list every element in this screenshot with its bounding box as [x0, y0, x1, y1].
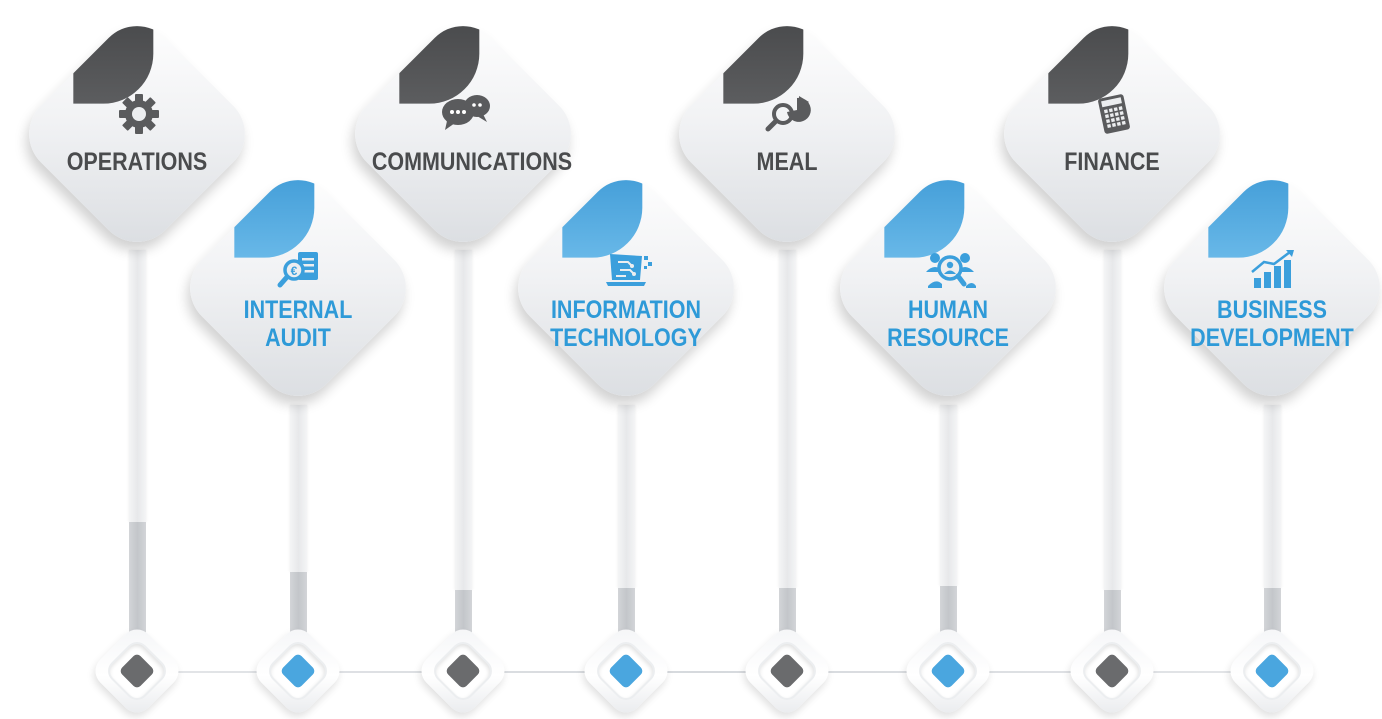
svg-text:€: € — [291, 264, 298, 278]
circuit-laptop-icon — [598, 248, 658, 294]
operations-pole — [129, 250, 146, 651]
calculator-icon — [1084, 92, 1144, 138]
gear-icon — [109, 92, 169, 138]
audit-document-icon: € — [270, 248, 330, 294]
human-resource-label-line: RESOURCE — [887, 324, 1009, 352]
operations-label-line: OPERATIONS — [66, 148, 208, 176]
information-technology-pole — [618, 405, 635, 651]
finance-card: FINANCE — [986, 8, 1238, 260]
communications-label-line: COMMUNICATIONS — [371, 148, 573, 176]
information-technology-label-line: INFORMATION — [550, 296, 702, 324]
operations-label: OPERATIONS — [46, 148, 228, 176]
information-technology-label-line: TECHNOLOGY — [550, 324, 702, 352]
meal-card: MEAL — [661, 8, 913, 260]
meal-pole — [779, 250, 796, 651]
information-technology-node — [577, 622, 675, 719]
business-development-node — [1223, 622, 1321, 719]
human-resource-pole — [940, 405, 957, 651]
operations-node — [88, 622, 186, 719]
communications-node — [414, 622, 512, 719]
communications-pole — [455, 250, 472, 651]
business-development-pole — [1264, 405, 1281, 651]
magnifier-pie-chart-icon — [759, 92, 819, 138]
communications-label: COMMUNICATIONS — [371, 148, 573, 176]
chat-bubbles-icon — [435, 92, 495, 138]
business-development-label-line: BUSINESS — [1217, 296, 1327, 324]
meal-node — [738, 622, 836, 719]
people-search-icon — [920, 248, 980, 294]
meal-label-line: MEAL — [756, 148, 818, 176]
connector-line — [140, 671, 1270, 673]
business-development-label-line: DEVELOPMENT — [1190, 324, 1354, 352]
human-resource-label-line: HUMAN — [907, 296, 989, 324]
human-resource-node — [899, 622, 997, 719]
finance-pole — [1104, 250, 1121, 651]
internal-audit-pole — [290, 405, 307, 651]
finance-node — [1063, 622, 1161, 719]
internal-audit-node — [249, 622, 347, 719]
operations-card: OPERATIONS — [11, 8, 263, 260]
finance-label: FINANCE — [1021, 148, 1203, 176]
internal-audit-label-line: AUDIT — [265, 324, 331, 352]
communications-card: COMMUNICATIONS — [337, 8, 589, 260]
growth-chart-icon — [1244, 248, 1304, 294]
meal-label: MEAL — [696, 148, 878, 176]
finance-label-line: FINANCE — [1064, 148, 1160, 176]
internal-audit-label-line: INTERNAL — [243, 296, 353, 324]
